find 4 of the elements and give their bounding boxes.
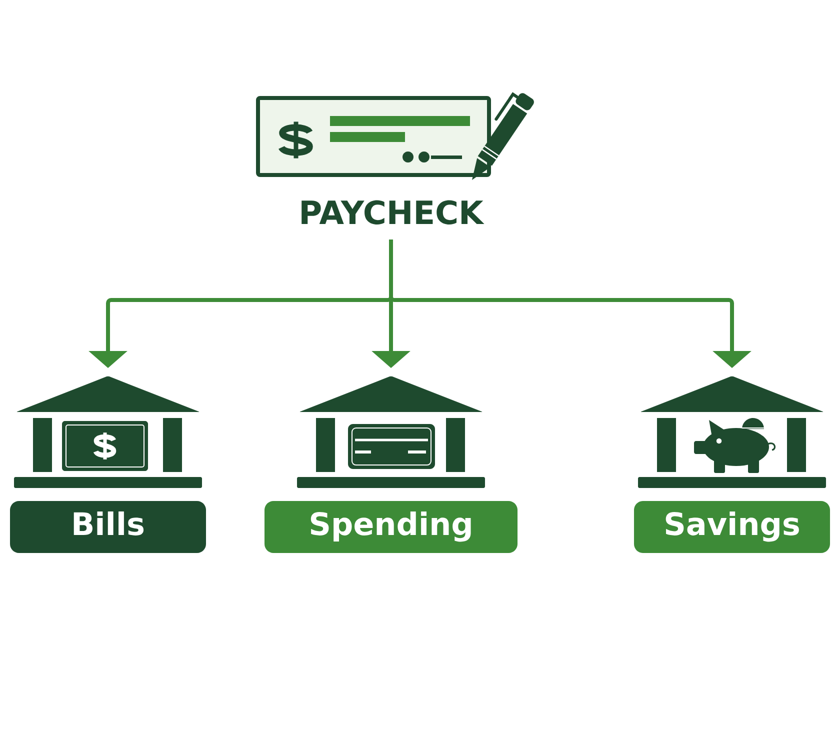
label-box: Savings — [634, 501, 830, 553]
label-box: Bills — [10, 501, 206, 553]
label-box: Spending — [264, 501, 518, 553]
heading: PAYCHECK — [302, 200, 484, 224]
